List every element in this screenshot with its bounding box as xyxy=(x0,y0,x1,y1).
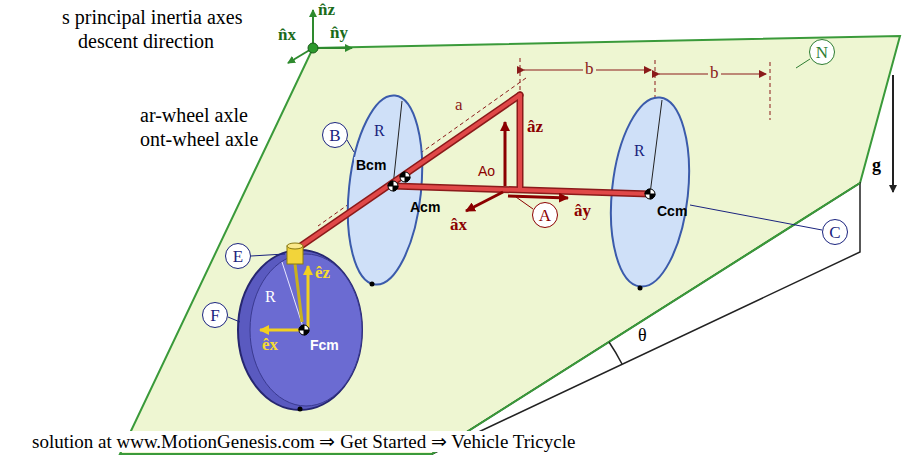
angle-label: θ xyxy=(638,325,647,345)
axis-label-box: êz xyxy=(315,264,330,283)
callout-letter: C xyxy=(829,224,840,241)
caption-fragment: ont-wheel axle xyxy=(140,128,258,150)
axis-label-box: êx xyxy=(262,336,278,355)
dimension-label-box: a xyxy=(455,96,463,115)
wheel-f xyxy=(238,250,362,410)
source-note: solution at www.MotionGenesis.com ⇒ Get … xyxy=(30,431,577,452)
radius-label-box: R xyxy=(265,288,276,306)
point-label-box: Acm xyxy=(410,198,440,216)
inclined-plane xyxy=(120,36,900,454)
callout-letter: N xyxy=(816,44,828,61)
frame xyxy=(295,95,650,250)
axis-label-box: âx xyxy=(450,216,467,235)
point-label-box: Ao xyxy=(478,162,495,180)
body-callout: E xyxy=(225,243,251,269)
radius-label: R xyxy=(265,288,276,305)
axis-label: êx xyxy=(262,335,278,354)
angle-label-box: θ xyxy=(638,326,647,346)
axis-label: n̂z xyxy=(318,0,335,19)
axis-label-box: âz xyxy=(527,118,543,137)
radius-label-box: R xyxy=(374,122,385,140)
axis-label-box: ây xyxy=(574,202,591,221)
body-callout: C xyxy=(822,219,848,245)
dimension-label-box: b xyxy=(583,60,596,79)
axis-label-box: n̂y xyxy=(330,24,348,43)
axis-label: âx xyxy=(450,215,467,234)
caption-fragment-box: ont-wheel axle xyxy=(140,128,258,150)
mass-centers xyxy=(299,172,655,335)
gravity-arrow xyxy=(892,75,894,192)
axis-label: n̂y xyxy=(330,23,348,42)
radius-label: R xyxy=(374,122,385,139)
dimension-label: b xyxy=(708,63,721,82)
caption-fragment: descent direction xyxy=(78,30,214,52)
angle-arc xyxy=(609,342,622,364)
axis-label-box: n̂z xyxy=(318,1,335,20)
caption-fragment: ar-wheel axle xyxy=(140,104,248,126)
gravity-label: g xyxy=(872,155,881,175)
caption-fragment-box: descent direction xyxy=(78,30,214,52)
body-callout: A xyxy=(532,202,558,228)
body-callout: F xyxy=(202,302,228,328)
caption-fragment: s principal inertia axes xyxy=(62,6,243,28)
radius-label-box: R xyxy=(634,142,645,160)
axis-label: âz xyxy=(527,117,543,136)
body-callout: N xyxy=(809,39,835,65)
point-label: Ao xyxy=(478,163,495,179)
source-note-box: solution at www.MotionGenesis.com ⇒ Get … xyxy=(30,432,577,453)
axis-label: ây xyxy=(574,201,591,220)
gravity-label-box: g xyxy=(872,156,881,176)
callout-letter: A xyxy=(539,207,551,224)
caption-fragment-box: s principal inertia axes xyxy=(62,6,243,28)
point-label: Ccm xyxy=(657,203,687,219)
caption-fragment-box: ar-wheel axle xyxy=(140,104,248,126)
callout-letter: B xyxy=(329,127,340,144)
axis-label: êz xyxy=(315,263,330,282)
axis-label: n̂x xyxy=(278,25,296,44)
dimension-label: b xyxy=(583,59,596,78)
point-label: Bcm xyxy=(354,157,388,173)
callout-letter: F xyxy=(210,307,219,324)
point-label: Fcm xyxy=(310,337,339,353)
point-label-box: Fcm xyxy=(310,336,339,354)
radius-label: R xyxy=(634,142,645,159)
callout-letter: E xyxy=(233,248,243,265)
axis-label-box: n̂x xyxy=(278,26,296,45)
point-label-box: Bcm xyxy=(354,156,388,174)
point-label-box: Ccm xyxy=(657,202,687,220)
body-callout: B xyxy=(322,122,348,148)
dimension-label-box: b xyxy=(708,64,721,83)
dimension-label: a xyxy=(455,95,463,114)
point-label: Acm xyxy=(410,199,440,215)
